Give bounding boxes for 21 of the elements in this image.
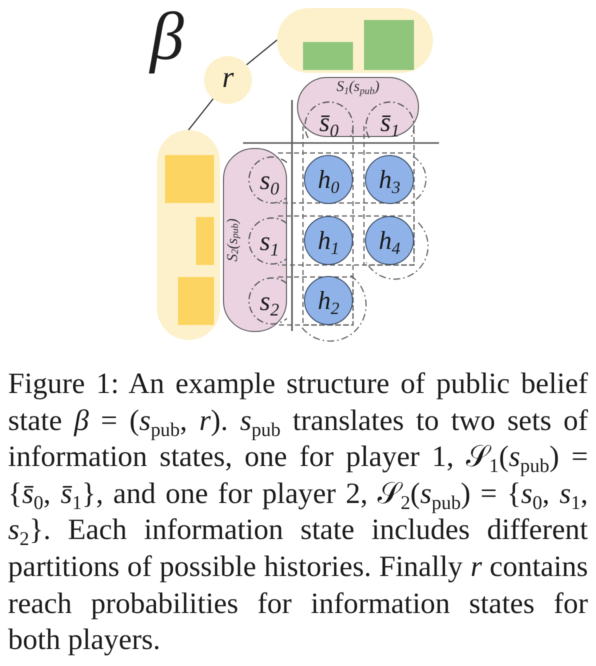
state-label: s$_{0}$ (260, 166, 280, 194)
history-label: h$_{0}$ (318, 166, 340, 192)
history-label: h$_{2}$ (318, 288, 340, 314)
state-label: s$_{1}$ (260, 228, 280, 254)
state-label: s̄$_{1}$ (380, 109, 400, 136)
history-circle (304, 216, 353, 265)
history-circle (304, 155, 353, 204)
history-circle (304, 276, 353, 325)
history-circle (365, 155, 414, 204)
connector-line (188, 98, 214, 130)
variable-circle (204, 56, 252, 104)
history-label: h$_{1}$ (318, 228, 340, 254)
history-label: h$_{4}$ (378, 228, 400, 254)
history-label: h$_{3}$ (378, 166, 400, 192)
connector-line (246, 40, 278, 66)
variable-label: r (222, 63, 234, 93)
state-label: s$_{2}$ (260, 288, 280, 314)
history-circle (365, 216, 414, 265)
set-label: S$_{1}$(s$_{pub}$) (336, 80, 380, 95)
state-label: s̄$_{0}$ (319, 109, 339, 136)
figure-caption: Figure 1: An example structure of public belief state β = (s$_{pub}$, r). s$_{pub}$ translates to two sets of information states, one for player 1, 𝒮$_{1}$(s$_{pub}$) = {s̄$_{0}$, s̄$_{1}$}, and one for player 2, 𝒮$_{2}$(s$_{pub}$) = {s$_{0}$, s$_{1}$, s$_{2}$}. Each information state includes different partitions of possible histories. Finally r contains reach probabilities for information states for both players. (8, 367, 588, 658)
